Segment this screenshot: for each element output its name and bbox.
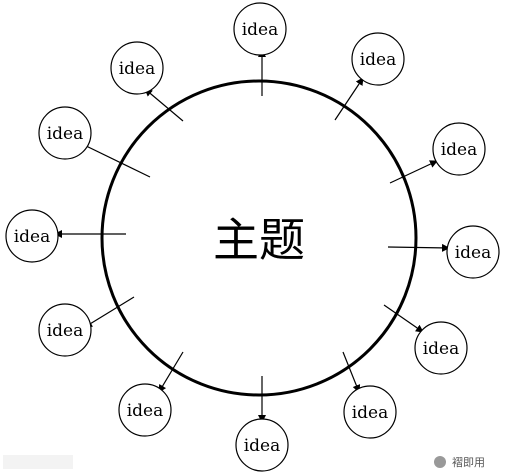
idea-connector-arrow <box>383 304 424 333</box>
watermark-left-logo <box>3 455 73 469</box>
idea-connector-arrow <box>79 142 151 178</box>
idea-label: idea <box>455 243 492 263</box>
watermark-right: 褶即用 <box>434 455 485 469</box>
idea-node: idea <box>5 209 126 263</box>
idea-circle <box>414 321 468 375</box>
idea-label: idea <box>423 339 460 359</box>
idea-node: idea <box>38 296 135 357</box>
idea-label: idea <box>352 403 389 423</box>
idea-node: idea <box>38 106 151 178</box>
idea-connector-arrow <box>342 351 361 393</box>
idea-circle <box>38 303 92 357</box>
idea-circle <box>110 41 164 95</box>
idea-connector-arrow <box>158 351 184 393</box>
idea-label: idea <box>127 401 164 421</box>
idea-circle <box>343 385 397 439</box>
idea-label: idea <box>441 140 478 160</box>
idea-connector-arrow <box>387 243 450 252</box>
idea-circle <box>118 383 172 437</box>
watermark-left <box>3 455 73 469</box>
idea-node: idea <box>342 351 397 439</box>
idea-label: idea <box>360 50 397 70</box>
idea-circle <box>432 122 486 176</box>
idea-connector-arrow <box>144 88 184 122</box>
idea-node: idea <box>118 351 184 437</box>
idea-node: idea <box>110 41 184 122</box>
idea-node: idea <box>389 122 486 184</box>
idea-label: idea <box>47 321 84 341</box>
idea-node: idea <box>383 304 468 375</box>
idea-nodes: idea idea idea idea idea idea idea idea idea idea… <box>5 2 500 472</box>
idea-node: idea <box>235 376 289 472</box>
wechat-icon <box>434 456 446 468</box>
idea-connector-arrow <box>84 296 135 328</box>
idea-connector-arrow <box>389 160 438 184</box>
idea-circle <box>235 418 289 472</box>
idea-label: idea <box>14 227 51 247</box>
idea-circle <box>446 225 500 279</box>
central-circle <box>100 79 418 397</box>
idea-node: idea <box>334 32 405 121</box>
idea-label: idea <box>242 20 279 40</box>
watermark-right-label: 褶即用 <box>452 455 485 469</box>
idea-circle <box>351 32 405 86</box>
idea-connector-arrow <box>334 77 364 121</box>
central-topic-label: 主题 <box>213 213 305 267</box>
idea-circle <box>233 2 287 56</box>
idea-label: idea <box>119 59 156 79</box>
idea-circle <box>38 106 92 160</box>
idea-node: idea <box>387 225 500 279</box>
idea-circle <box>5 209 59 263</box>
idea-label: idea <box>47 124 84 144</box>
idea-label: idea <box>244 436 281 456</box>
idea-node: idea <box>233 2 287 96</box>
